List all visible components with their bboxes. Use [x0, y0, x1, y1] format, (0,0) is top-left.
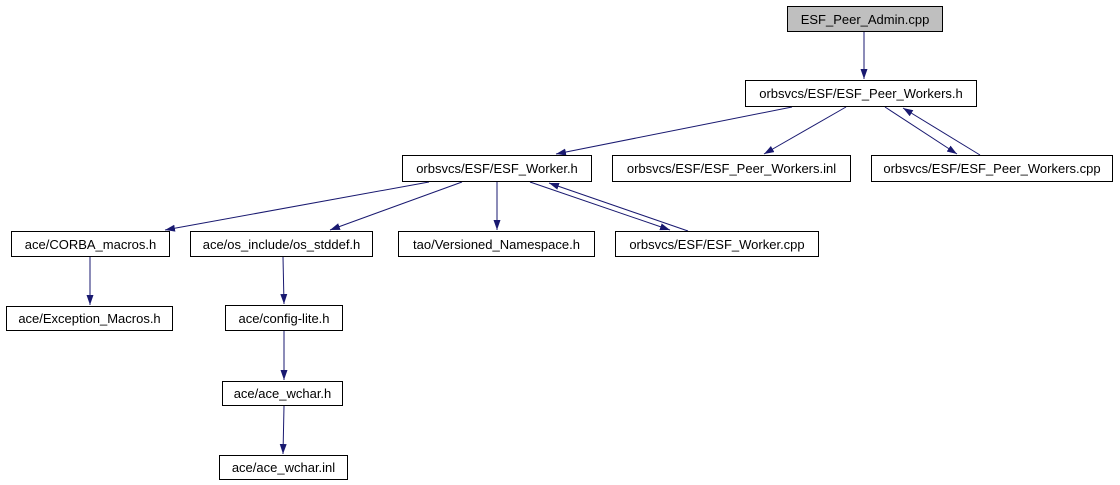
edge-ace-ace-wchar-h-to-ace-ace-wchar-inl — [279, 405, 287, 455]
edge-esf-worker-h-to-ace-corba-macros-h — [164, 181, 430, 232]
edge-ace-os-include-os-stddef-h-to-ace-config-lite-h — [280, 256, 288, 305]
node-ace-exception-macros-h[interactable]: ace/Exception_Macros.h — [6, 306, 173, 331]
node-tao-versioned-namespace-h[interactable]: tao/Versioned_Namespace.h — [398, 231, 595, 257]
node-ace-config-lite-h[interactable]: ace/config-lite.h — [225, 305, 343, 331]
node-ace-ace-wchar-h[interactable]: ace/ace_wchar.h — [222, 381, 343, 406]
node-esf-peer-admin-cpp[interactable]: ESF_Peer_Admin.cpp — [787, 6, 943, 32]
node-esf-peer-workers-inl[interactable]: orbsvcs/ESF/ESF_Peer_Workers.inl — [612, 155, 851, 182]
node-ace-os-include-os-stddef-h[interactable]: ace/os_include/os_stddef.h — [190, 231, 373, 257]
node-esf-peer-workers-cpp[interactable]: orbsvcs/ESF/ESF_Peer_Workers.cpp — [871, 155, 1113, 182]
edge-esf-peer-workers-cpp-to-esf-peer-workers-h — [902, 107, 981, 156]
node-esf-worker-h[interactable]: orbsvcs/ESF/ESF_Worker.h — [402, 155, 592, 182]
edge-esf-peer-workers-h-to-esf-peer-workers-cpp — [884, 106, 958, 155]
edge-esf-peer-workers-h-to-esf-peer-workers-inl — [763, 106, 847, 155]
node-ace-corba-macros-h[interactable]: ace/CORBA_macros.h — [11, 231, 170, 257]
node-esf-peer-workers-h[interactable]: orbsvcs/ESF/ESF_Peer_Workers.h — [745, 80, 977, 107]
edge-esf-worker-h-to-esf-worker-cpp — [529, 181, 671, 231]
node-ace-ace-wchar-inl[interactable]: ace/ace_wchar.inl — [219, 455, 348, 480]
node-esf-worker-cpp[interactable]: orbsvcs/ESF/ESF_Worker.cpp — [615, 231, 819, 257]
edge-esf-worker-h-to-ace-os-include-os-stddef-h — [329, 181, 463, 231]
edge-esf-worker-cpp-to-esf-worker-h — [548, 182, 689, 232]
edge-esf-peer-workers-h-to-esf-worker-h — [555, 106, 793, 156]
